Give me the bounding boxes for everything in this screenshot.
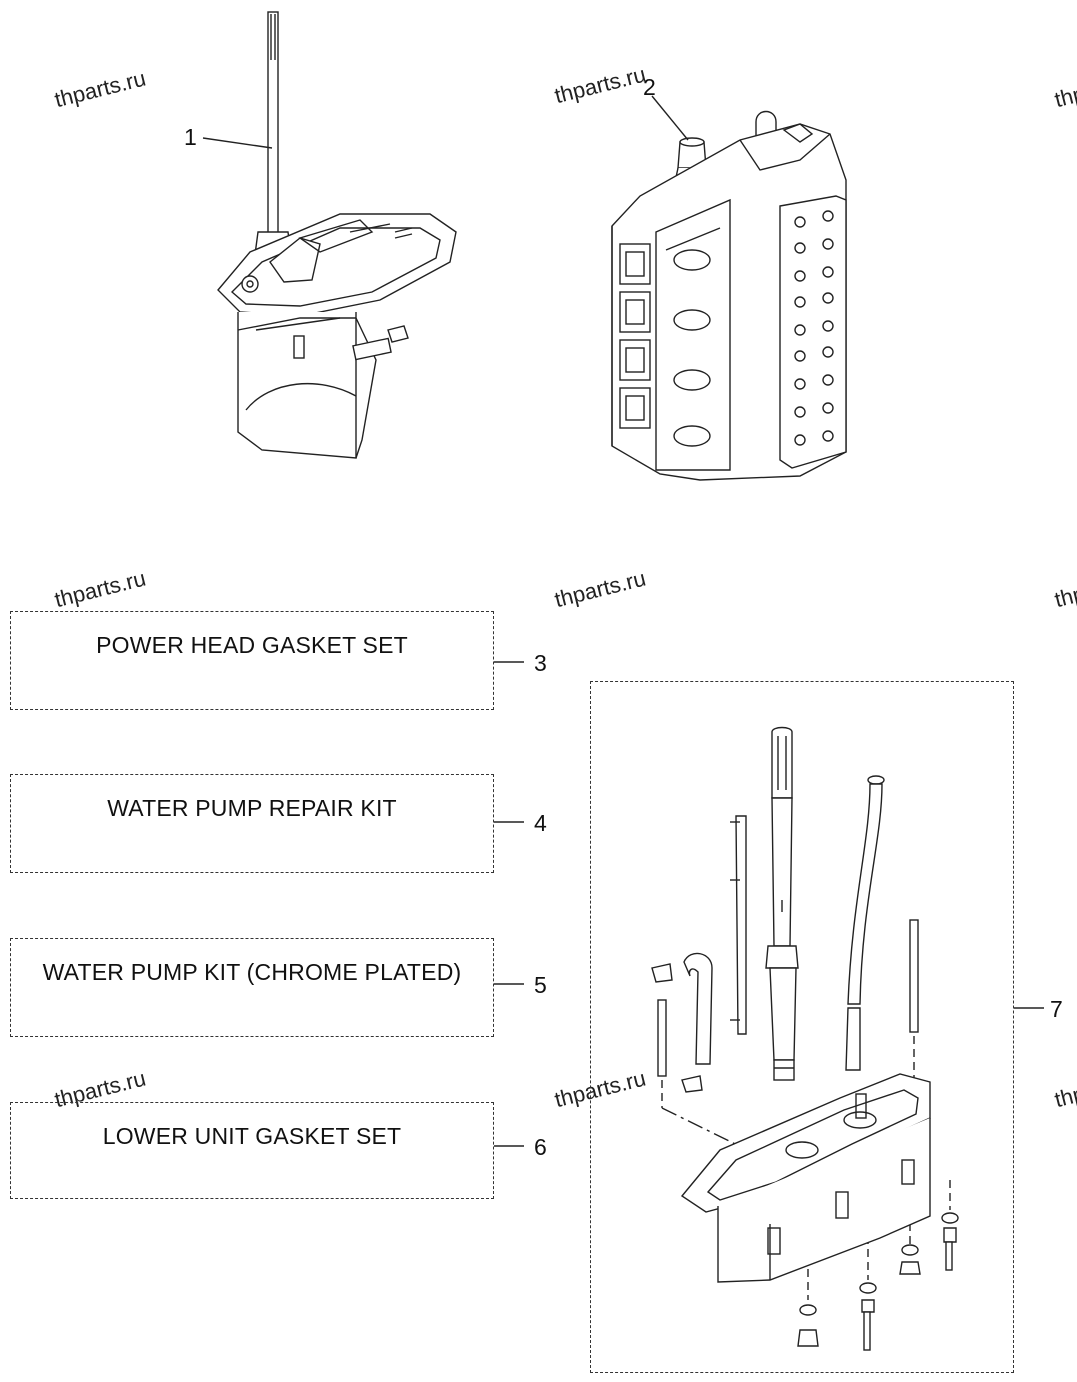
callout-5: 5 [534,972,547,998]
callout-4: 4 [534,810,547,836]
head-bolts [794,210,834,446]
callout-2: 2 [643,74,656,100]
leader-line-1 [202,137,273,149]
leader-line-2 [651,95,689,141]
callout-1: 1 [184,124,197,150]
kit-label: WATER PUMP KIT (CHROME PLATED) [42,959,462,985]
kit-label: LOWER UNIT GASKET SET [102,1123,402,1149]
callout-3: 3 [534,650,547,676]
kit-label: WATER PUMP REPAIR KIT [107,795,397,821]
kit-box-driveshaft-housing-assembly [590,681,1014,1373]
lower-unit-gearcase-drawing [217,11,457,459]
kit-box-lower-unit-gasket-set: LOWER UNIT GASKET SET [10,1102,494,1199]
kit-label: POWER HEAD GASKET SET [96,632,408,658]
kit-box-power-head-gasket-set: POWER HEAD GASKET SET [10,611,494,710]
kit-box-water-pump-kit-chrome-plated: WATER PUMP KIT (CHROME PLATED) [10,938,494,1037]
kit-box-water-pump-repair-kit: WATER PUMP REPAIR KIT [10,774,494,873]
callout-6: 6 [534,1134,547,1160]
callout-7: 7 [1050,996,1063,1022]
driveshaft-kit-drawing [651,726,959,1351]
power-head-drawing [611,110,847,481]
